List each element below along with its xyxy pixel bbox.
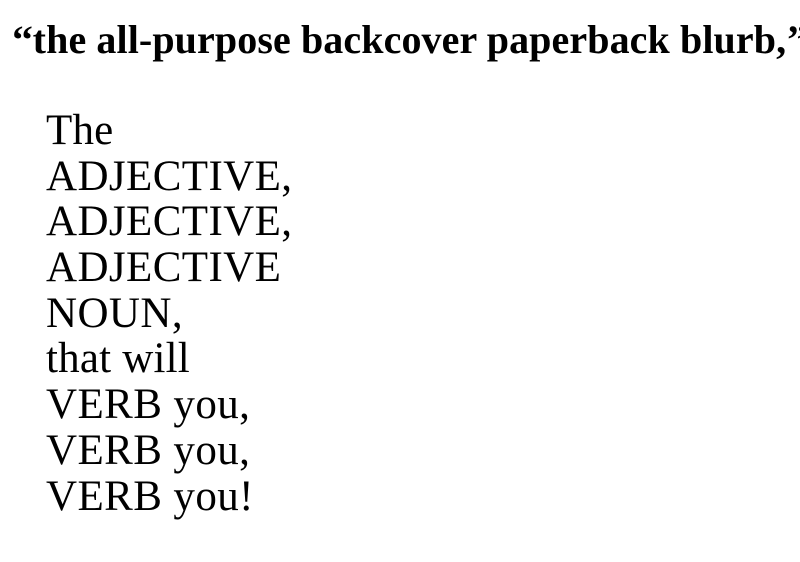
stanza-line: The [46,107,114,154]
stanza-line: VERB you, [46,426,251,474]
stanza-line: VERB you, [46,381,251,429]
closing-quote-mark: ’’ [786,17,800,62]
stanza-line: NOUN, [46,289,183,337]
stanza-line: ADJECTIVE [46,244,282,292]
opening-quote-mark: ‘‘ [11,17,34,62]
stanza-line: that will [46,335,190,383]
blurb-stanza: The ADJECTIVE, ADJECTIVE, ADJECTIVE NOUN… [46,108,746,519]
stanza-line: ADJECTIVE, [46,152,293,200]
page-title: ‘‘the all-purpose backcover paperback bl… [11,14,800,66]
stanza-line: VERB you! [46,472,254,520]
page-title-text: the all-purpose backcover paperback blur… [32,17,787,62]
stanza-line: ADJECTIVE, [46,198,293,246]
